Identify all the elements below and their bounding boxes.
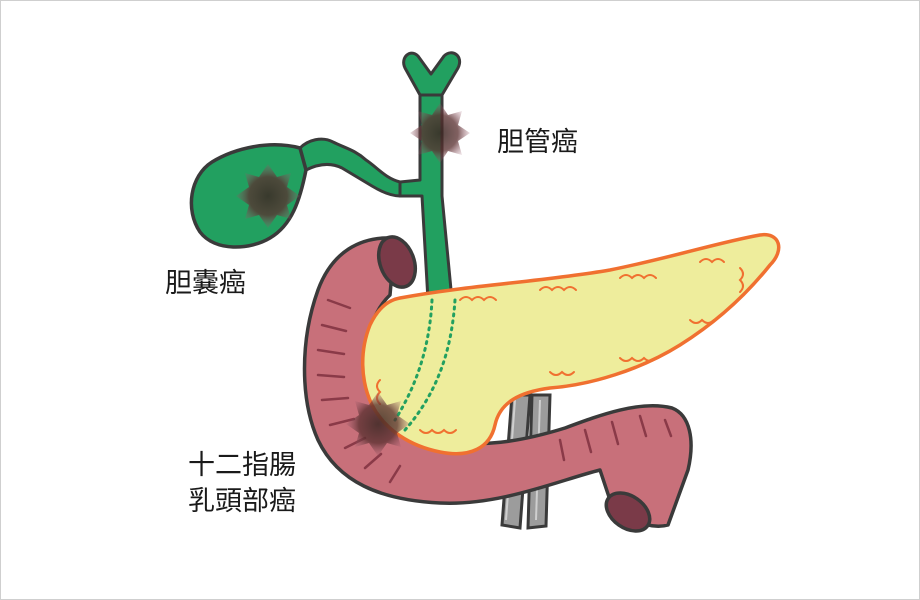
bile-duct-tumor (410, 103, 470, 163)
gallbladder-tumor (236, 164, 300, 228)
biliary-tree (191, 53, 459, 300)
label-gallbladder-cancer: 胆嚢癌 (165, 266, 246, 302)
papilla-tumor (346, 392, 410, 456)
label-bile-duct-cancer: 胆管癌 (497, 125, 578, 161)
label-papilla-cancer-line1: 十二指腸 (188, 448, 296, 484)
label-papilla-cancer-line2: 乳頭部癌 (188, 484, 296, 520)
